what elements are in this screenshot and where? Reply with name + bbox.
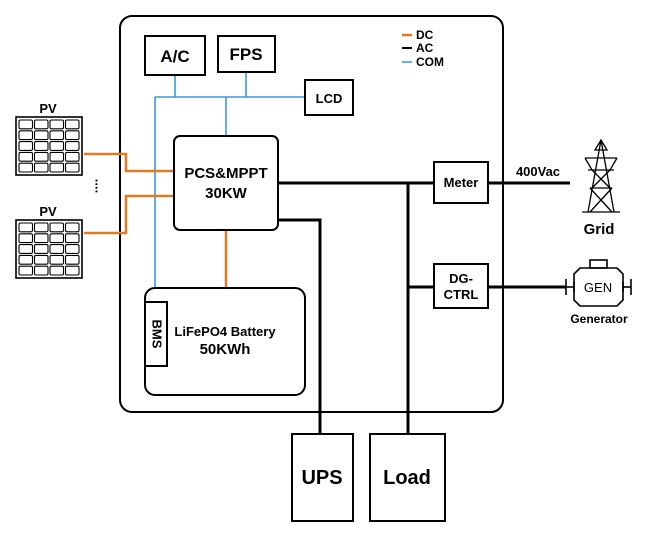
svg-text:CTRL: CTRL: [444, 287, 479, 302]
legend-dc-label: DC: [416, 28, 434, 42]
pv-cell: [33, 119, 49, 130]
pv-cell: [33, 222, 49, 233]
pv-cell: [33, 141, 49, 151]
svg-text:Load: Load: [383, 467, 431, 489]
pv-cell: [18, 254, 34, 265]
pcs-mppt-box: PCS&MPPT 30KW: [173, 135, 279, 231]
svg-text:BMS: BMS: [150, 320, 165, 349]
svg-text:DG-: DG-: [449, 271, 473, 286]
pv-top-label: PV: [39, 101, 57, 116]
pv-cell: [49, 141, 65, 151]
pv-cell: [64, 141, 80, 151]
pv-cell: [33, 130, 49, 141]
transmission-tower-icon: [582, 138, 620, 213]
pv-cell: [18, 119, 34, 130]
pv-ellipsis: ....: [93, 179, 108, 193]
pv-cell: [18, 162, 34, 173]
ac-wiring: [278, 181, 570, 434]
generator-label: Generator: [570, 312, 628, 326]
pv-cell: [49, 119, 65, 130]
svg-text:PCS&MPPT: PCS&MPPT: [184, 165, 267, 182]
pv-cell: [33, 265, 49, 276]
ac-unit-box: A/C: [144, 35, 206, 76]
pv-cell: [64, 222, 80, 233]
pv-cell: [33, 162, 49, 173]
load-box: Load: [369, 433, 446, 522]
pv-bottom-label: PV: [39, 204, 57, 219]
pv-cell: [33, 151, 49, 162]
svg-text:LCD: LCD: [316, 91, 343, 106]
lcd-box: LCD: [304, 79, 354, 116]
meter-box: Meter: [433, 161, 489, 204]
grid-voltage-label: 400Vac: [516, 164, 560, 179]
pv-cell: [64, 162, 80, 173]
svg-text:LiFePO4 Battery: LiFePO4 Battery: [174, 324, 276, 339]
pv-cell: [49, 222, 65, 233]
svg-text:A/C: A/C: [160, 47, 189, 66]
pv-cell: [49, 162, 65, 173]
svg-text:50KWh: 50KWh: [200, 341, 251, 358]
pv-cell: [18, 244, 34, 254]
svg-text:Meter: Meter: [444, 175, 479, 190]
pv-cell: [49, 254, 65, 265]
pv-cell: [18, 222, 34, 233]
pv-cell: [64, 265, 80, 276]
svg-text:30KW: 30KW: [205, 185, 248, 202]
pv-cell: [49, 244, 65, 254]
pv-panel-icon: [15, 219, 83, 279]
com-wiring: [154, 72, 305, 302]
generator-icon: [565, 259, 632, 307]
gen-icon-label: GEN: [584, 280, 612, 295]
battery-box: LiFePO4 Battery 50KWh: [144, 287, 306, 396]
dg-ctrl-box: DG- CTRL: [433, 263, 489, 309]
pv-cell: [18, 141, 34, 151]
pv-cell: [49, 265, 65, 276]
pv-cell: [18, 233, 34, 244]
pv-cell: [49, 130, 65, 141]
ups-box: UPS: [291, 433, 354, 522]
pv-cell: [64, 130, 80, 141]
svg-text:UPS: UPS: [301, 467, 342, 489]
pv-cell: [33, 244, 49, 254]
legend: DC AC COM: [402, 28, 444, 69]
svg-text:FPS: FPS: [229, 45, 262, 64]
dc-wiring: [84, 152, 228, 288]
fps-box: FPS: [217, 35, 276, 73]
pv-cell: [18, 151, 34, 162]
grid-label: Grid: [584, 221, 615, 238]
pv-cell: [18, 130, 34, 141]
pv-cell: [18, 265, 34, 276]
pv-cell: [64, 151, 80, 162]
pv-cell: [64, 254, 80, 265]
pv-panel-icon: [15, 116, 83, 176]
pv-cell: [64, 119, 80, 130]
pv-cell: [49, 151, 65, 162]
bms-box: BMS: [144, 301, 168, 367]
legend-ac-label: AC: [416, 41, 434, 55]
legend-com-label: COM: [416, 55, 444, 69]
pv-cell: [33, 233, 49, 244]
pv-cell: [33, 254, 49, 265]
pv-cell: [49, 233, 65, 244]
pv-cell: [64, 244, 80, 254]
pv-cell: [64, 233, 80, 244]
